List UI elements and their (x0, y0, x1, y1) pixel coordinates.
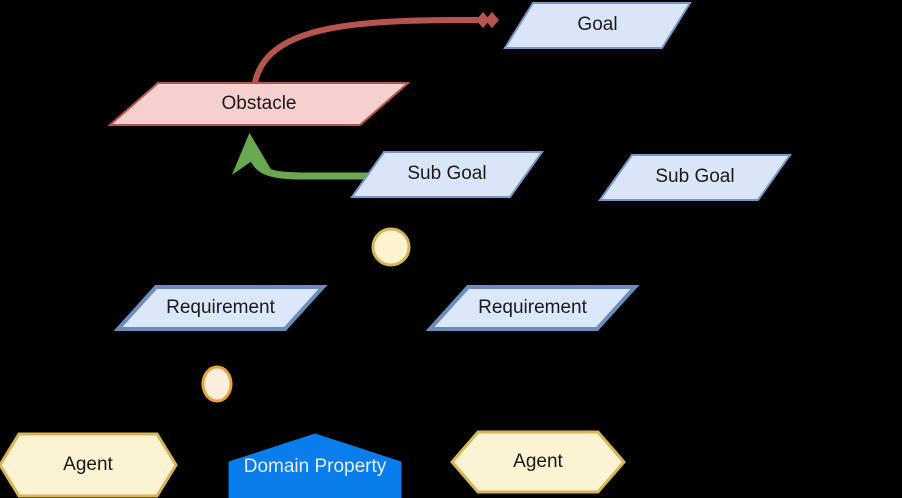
requirement-2-shape (425, 285, 640, 331)
subgoal-2-shape (598, 154, 792, 201)
connector-resolution[interactable] (231, 132, 385, 180)
refinement-node-small-shape (201, 365, 233, 403)
obstacle-shape (107, 82, 411, 126)
resolution-arrow-path (231, 132, 385, 180)
refinement-circle-large[interactable] (371, 227, 411, 267)
node-subgoal-2[interactable] (598, 154, 792, 201)
node-requirement-1[interactable] (113, 285, 328, 331)
refinement-circle-small[interactable] (201, 365, 233, 403)
node-requirement-2[interactable] (425, 285, 640, 331)
agent-1-shape (0, 432, 178, 498)
obstruction-arrow-path (250, 16, 481, 103)
node-subgoal-1[interactable] (350, 151, 544, 198)
node-agent-1[interactable] (0, 432, 178, 498)
node-agent-2[interactable] (450, 430, 626, 494)
node-domain-property[interactable] (228, 433, 402, 498)
agent-2-shape (450, 430, 626, 494)
node-goal[interactable] (503, 1, 692, 49)
connector-obstruction[interactable] (250, 12, 499, 103)
refinement-node-large-shape (371, 227, 411, 267)
node-obstacle[interactable] (107, 82, 411, 126)
requirement-1-shape (113, 285, 328, 331)
domain-property-shape (228, 433, 402, 498)
double-diamond-marker (476, 12, 499, 28)
goal-shape (503, 1, 692, 49)
subgoal-1-shape (350, 151, 544, 198)
